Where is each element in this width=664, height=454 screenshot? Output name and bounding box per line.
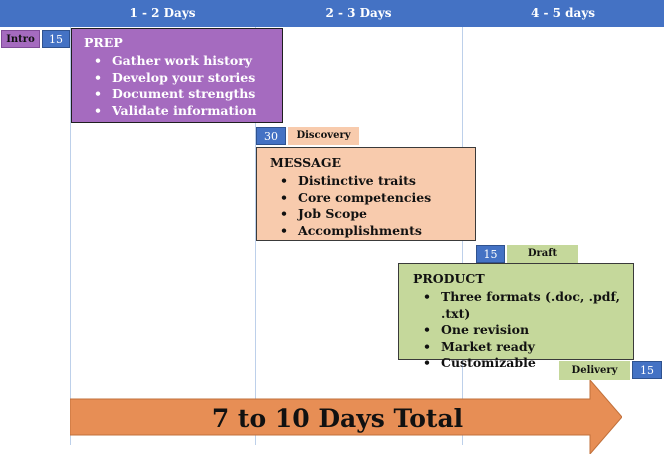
delivery-label: Delivery: [559, 361, 630, 380]
bullet-glyph: •: [280, 189, 288, 205]
list-item: •Distinctive traits: [270, 173, 475, 190]
discovery-label: Discovery: [288, 127, 359, 145]
list-item: •Accomplishments: [270, 223, 475, 240]
list-item: •Job Scope: [270, 206, 475, 223]
bullet-glyph: •: [423, 355, 431, 371]
bullet-glyph: •: [423, 322, 431, 338]
list-item: •Three formats (.doc, .pdf, .txt): [413, 289, 633, 322]
header-col-2: 2 - 3 Days: [325, 6, 392, 20]
list-item: •Gather work history: [84, 53, 282, 70]
total-arrow-polygon: [70, 380, 622, 454]
gridline-1: [70, 27, 71, 445]
prep-list: •Gather work history •Develop your stori…: [84, 53, 282, 119]
list-item: •Validate information: [84, 103, 282, 120]
draft-minutes: 15: [476, 245, 505, 263]
product-box: PRODUCT •Three formats (.doc, .pdf, .txt…: [398, 263, 634, 370]
list-item: •Market ready: [413, 339, 633, 356]
prep-title: PREP: [84, 35, 123, 50]
prep-box: PREP •Gather work history •Develop your …: [71, 28, 283, 123]
bullet-glyph: •: [94, 86, 102, 102]
message-title: MESSAGE: [270, 155, 342, 170]
bullet-glyph: •: [423, 289, 431, 304]
header-col-1: 1 - 2 Days: [129, 6, 196, 20]
bullet-glyph: •: [94, 69, 102, 85]
product-title: PRODUCT: [413, 271, 485, 286]
delivery-minutes: 15: [632, 361, 662, 379]
bullet-glyph: •: [94, 102, 102, 118]
intro-label: Intro: [1, 30, 40, 48]
total-duration-label: 7 to 10 Days Total: [211, 404, 464, 433]
list-item: •Develop your stories: [84, 70, 282, 87]
bullet-glyph: •: [280, 206, 288, 222]
discovery-minutes: 30: [256, 127, 286, 145]
header-col-3: 4 - 5 days: [530, 6, 596, 20]
message-list: •Distinctive traits •Core competencies •…: [270, 173, 475, 239]
total-arrow-shape: [70, 380, 622, 454]
bullet-glyph: •: [280, 222, 288, 238]
bullet-glyph: •: [423, 338, 431, 354]
intro-minutes: 15: [42, 30, 70, 48]
list-item: •Customizable: [413, 355, 633, 372]
list-item: •Document strengths: [84, 86, 282, 103]
list-item: •One revision: [413, 322, 633, 339]
bullet-glyph: •: [280, 173, 288, 188]
message-box: MESSAGE •Distinctive traits •Core compet…: [256, 147, 476, 241]
bullet-glyph: •: [94, 53, 102, 68]
product-list: •Three formats (.doc, .pdf, .txt) •One r…: [413, 289, 633, 372]
list-item: •Core competencies: [270, 190, 475, 207]
gridline-2: [255, 27, 256, 445]
draft-label: Draft: [507, 245, 578, 263]
timeline-header: 1 - 2 Days 2 - 3 Days 4 - 5 days: [0, 0, 664, 27]
